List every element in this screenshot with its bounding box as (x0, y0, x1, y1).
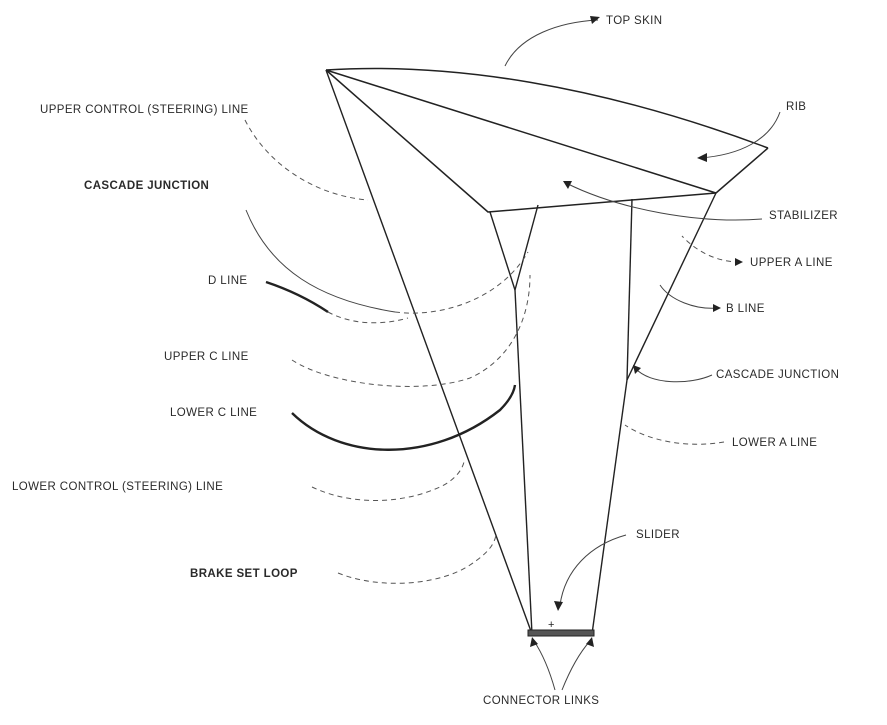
arrowhead-stabilizer (563, 181, 572, 189)
leader-cascade-left (245, 209, 396, 313)
arrowhead-connector-right (586, 637, 594, 647)
leader-connector-left (533, 640, 556, 691)
arrowhead-upper-a (735, 258, 743, 266)
label-cascade-junction-right: CASCADE JUNCTION (716, 369, 839, 381)
leader-stabilizer (565, 182, 763, 221)
c-line-upper (514, 204, 539, 291)
label-lower-control-line: LOWER CONTROL (STEERING) LINE (12, 481, 223, 493)
leader-lines (244, 16, 781, 691)
label-lower-c-line: LOWER C LINE (170, 407, 257, 419)
leader-slider (559, 534, 627, 606)
leader-lower-a (624, 424, 725, 445)
label-b-line: B LINE (726, 303, 765, 315)
labels: TOP SKIN RIB UPPER CONTROL (STEERING) LI… (12, 15, 839, 707)
leader-d-line (265, 280, 329, 313)
d-line-upper (489, 211, 516, 291)
leader-upper-control (244, 119, 369, 201)
leader-connector-right (561, 640, 591, 691)
label-d-line: D LINE (208, 275, 247, 287)
label-upper-c-line: UPPER C LINE (164, 351, 249, 363)
top-skin-outline (325, 67, 769, 149)
leader-cascade-right (634, 367, 713, 383)
leader-brake-loop (337, 534, 497, 584)
suspension-lines (325, 69, 717, 635)
canopy-section (325, 67, 769, 213)
label-brake-set-loop: BRAKE SET LOOP (190, 568, 298, 580)
stabilizer-panel (325, 69, 717, 213)
leader-upper-a (681, 235, 741, 263)
leader-upper-c (291, 274, 531, 387)
label-connector-links: CONNECTOR LINKS (483, 695, 599, 707)
label-lower-a-line: LOWER A LINE (732, 437, 817, 449)
label-upper-a-line: UPPER A LINE (750, 257, 833, 269)
rear-lower-line (514, 289, 533, 635)
control-line (325, 69, 533, 635)
leader-d-line-tail (327, 311, 409, 324)
rib-trailing-edge (715, 147, 769, 194)
label-top-skin: TOP SKIN (606, 15, 662, 27)
label-rib: RIB (786, 101, 806, 113)
label-cascade-junction-left: CASCADE JUNCTION (84, 180, 209, 192)
arrowhead-connector-left (530, 637, 538, 647)
leader-lower-control (311, 461, 465, 501)
canopy-bottom-surface (325, 69, 717, 194)
label-slider: SLIDER (636, 529, 680, 541)
arrowhead-rib (697, 153, 707, 162)
leader-top-skin (504, 19, 599, 67)
arrowhead-cascade-right (633, 365, 641, 374)
label-stabilizer: STABILIZER (769, 210, 838, 222)
label-upper-control-line: UPPER CONTROL (STEERING) LINE (40, 104, 249, 116)
leader-b-line (659, 284, 719, 309)
a-line-upper (626, 192, 717, 381)
b-line-upper (626, 198, 633, 381)
arrowhead-top-skin (590, 16, 600, 24)
front-lower-line (591, 379, 628, 635)
slider-bar (527, 629, 595, 637)
leader-rib (699, 111, 781, 159)
leader-cascade-left-end (394, 251, 529, 314)
slider-marker: + (548, 619, 554, 631)
arrowhead-b-line (713, 304, 721, 312)
slider-assembly: + (527, 619, 595, 637)
arrowhead-slider (554, 601, 563, 611)
leader-lower-c (291, 384, 517, 451)
